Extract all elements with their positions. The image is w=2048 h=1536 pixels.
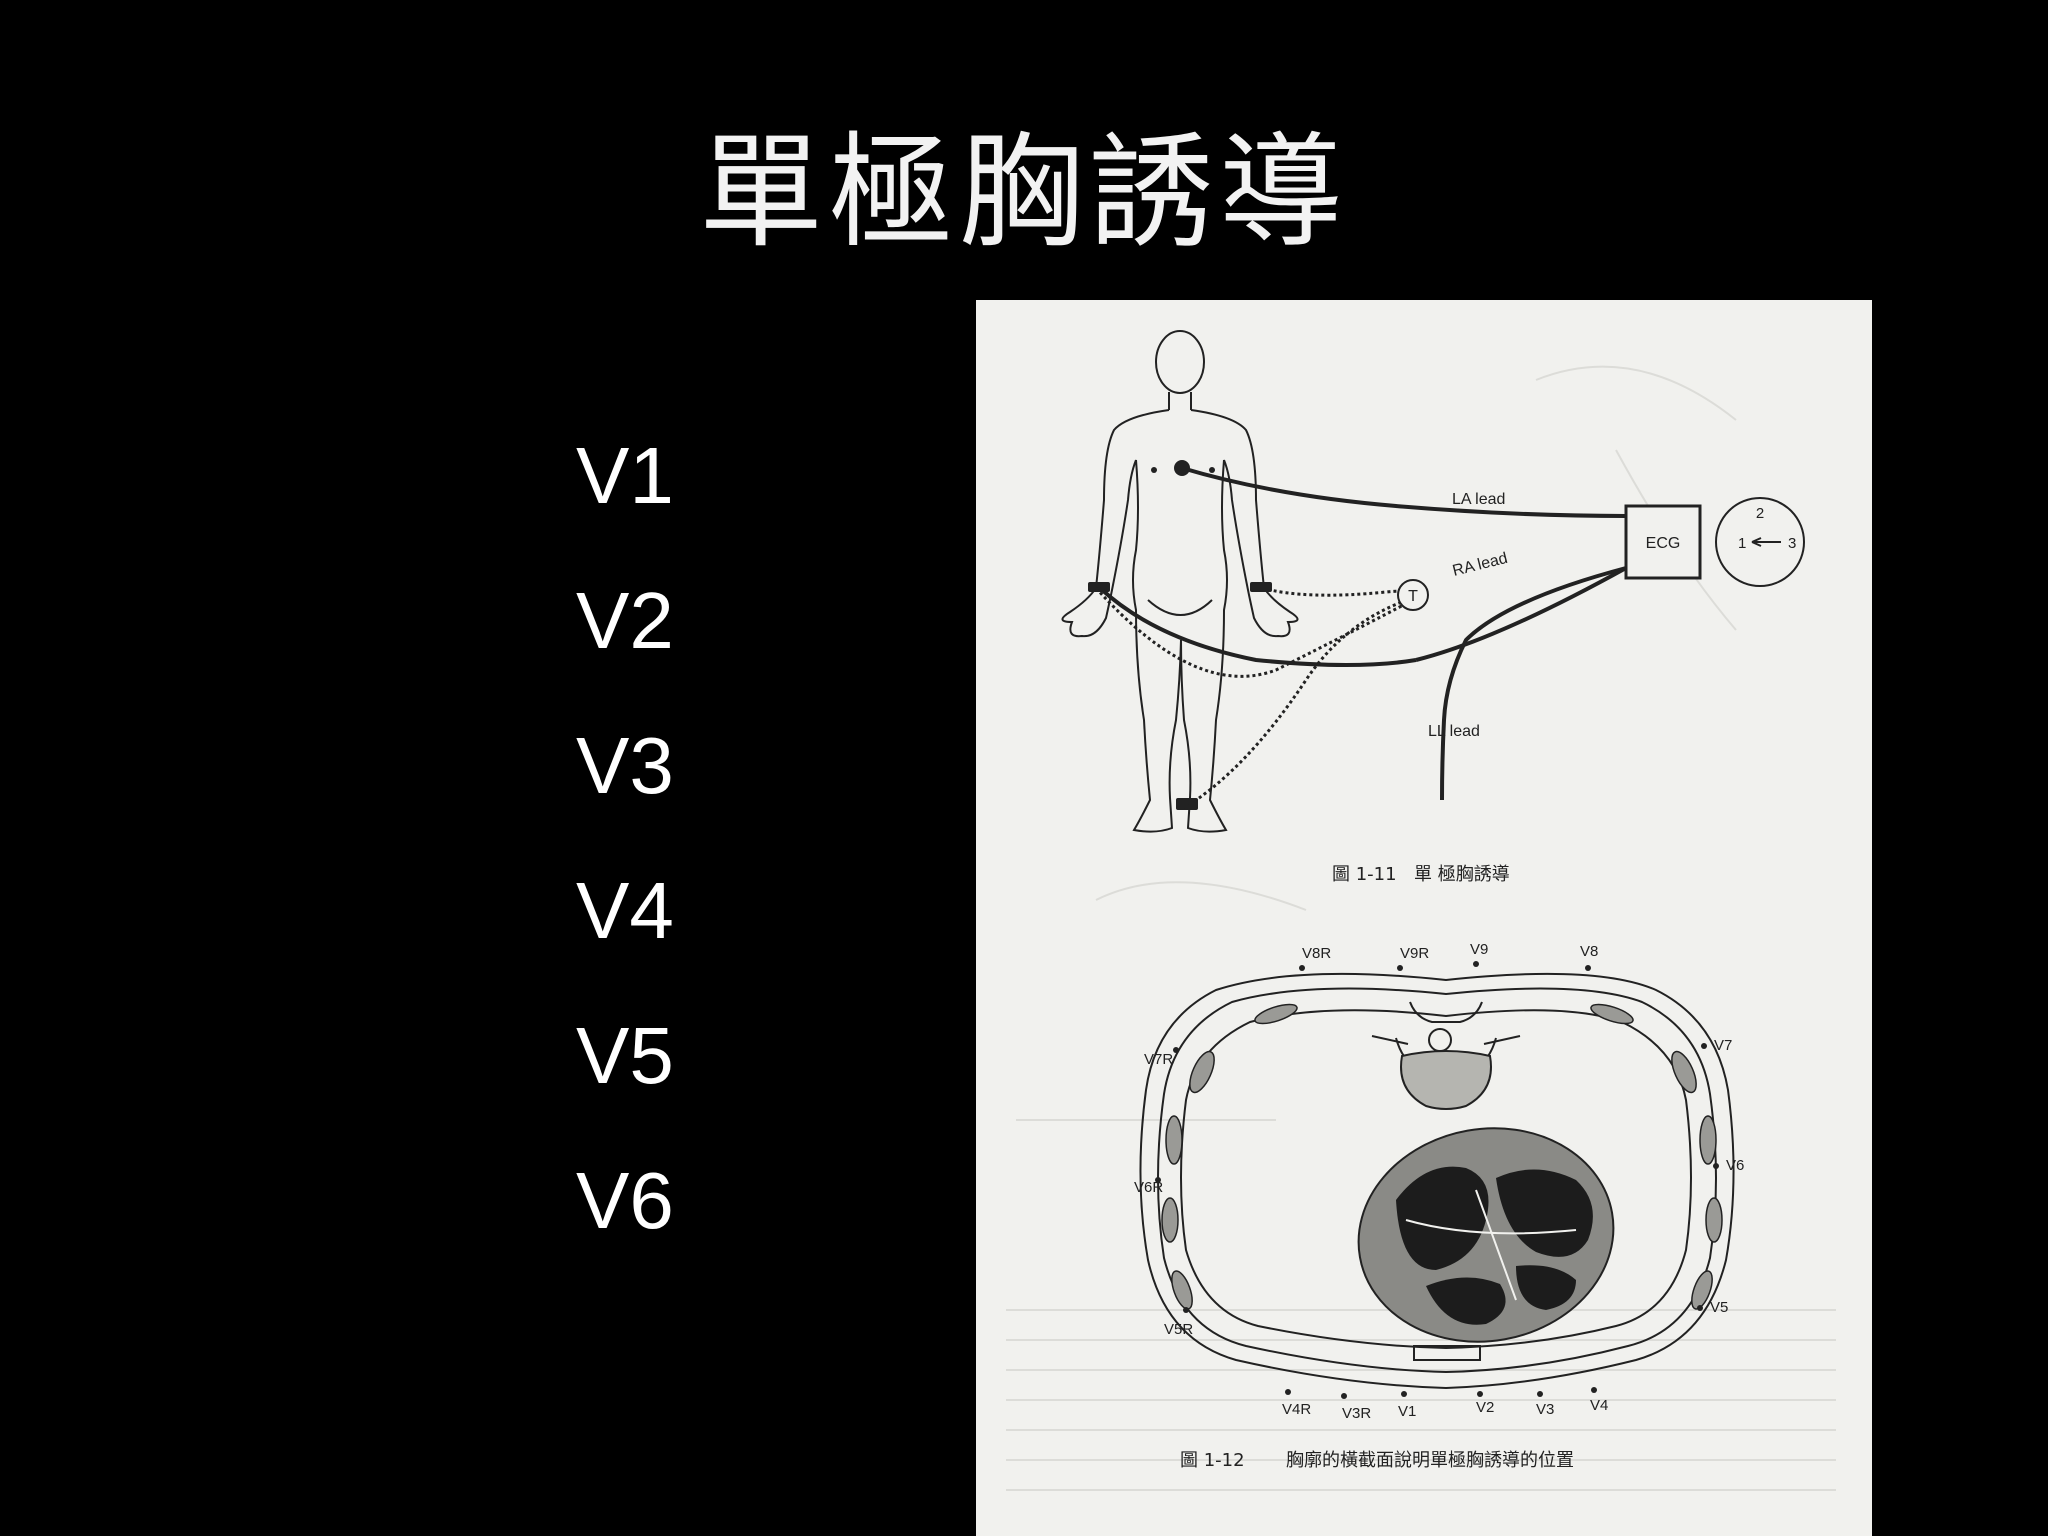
electrode-label-v6r: V6R: [1134, 1179, 1163, 1196]
figure-bottom-caption-number: 圖 1-12: [1180, 1450, 1245, 1471]
la-lead-label: LA lead: [1452, 491, 1505, 508]
heart-cross-section: [1342, 1108, 1631, 1361]
figure-top-caption-text: 單 極胸誘導: [1414, 864, 1510, 885]
lead-item-v2: V2: [576, 575, 674, 720]
ra-lead-label: RA lead: [1451, 550, 1509, 580]
ecg-label: ECG: [1646, 535, 1681, 552]
electrode-label-v7: V7: [1714, 1037, 1732, 1054]
electrode-label-v9: V9: [1470, 941, 1488, 958]
electrode-label-v4: V4: [1590, 1397, 1608, 1414]
dial-label-2: 2: [1756, 505, 1764, 522]
lead-item-v6: V6: [576, 1155, 674, 1300]
electrode-label-v1: V1: [1398, 1403, 1416, 1420]
lead-item-v1: V1: [576, 430, 674, 575]
lead-wires: [1100, 468, 1626, 800]
figure-svg: T ECG 1 2 3 LA lead RA lead LL lead 圖 1-…: [976, 300, 1872, 1536]
figure-bottom-caption-text: 胸廓的橫截面說明單極胸誘導的位置: [1286, 1450, 1574, 1471]
ll-lead-label: LL lead: [1428, 723, 1480, 740]
electrode-label-v4r: V4R: [1282, 1401, 1311, 1418]
electrode-label-v5r: V5R: [1164, 1321, 1193, 1338]
electrode-label-v8r: V8R: [1302, 945, 1331, 962]
slide-title: 單極胸誘導: [0, 118, 2048, 268]
dial-label-3: 3: [1788, 535, 1796, 552]
chest-lead-list: V1 V2 V3 V4 V5 V6: [576, 430, 674, 1300]
human-body-outline: [1062, 331, 1297, 832]
lead-item-v5: V5: [576, 1010, 674, 1155]
electrode-label-v7r: V7R: [1144, 1051, 1173, 1068]
electrode-label-v8: V8: [1580, 943, 1598, 960]
vertebral-body: [1401, 1051, 1491, 1109]
dial-label-1: 1: [1738, 535, 1746, 552]
electrode-label-v3r: V3R: [1342, 1405, 1371, 1422]
electrode-label-v9r: V9R: [1400, 945, 1429, 962]
electrode-label-v3: V3: [1536, 1401, 1554, 1418]
lead-item-v3: V3: [576, 720, 674, 865]
electrode-label-v2: V2: [1476, 1399, 1494, 1416]
figure-top-caption-number: 圖 1-11: [1332, 864, 1397, 885]
electrode-label-v6: V6: [1726, 1157, 1744, 1174]
scanned-figure: T ECG 1 2 3 LA lead RA lead LL lead 圖 1-…: [976, 300, 1872, 1536]
electrode-label-v5: V5: [1710, 1299, 1728, 1316]
lead-item-v4: V4: [576, 865, 674, 1010]
terminal-label: T: [1408, 588, 1418, 605]
